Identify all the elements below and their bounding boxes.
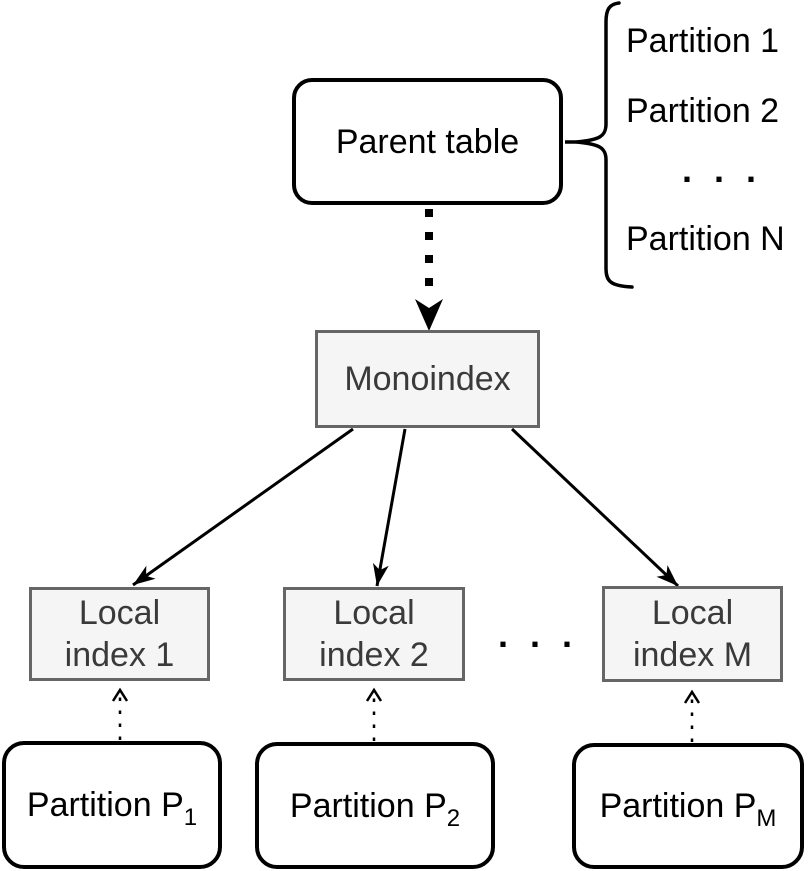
- partition-list-ellipsis: . . .: [682, 149, 763, 190]
- local-index-2-label-line2: index 2: [319, 636, 429, 674]
- partition-pm-label-subscript: M: [756, 805, 777, 832]
- local-index-2-node: Local index 2: [283, 587, 465, 681]
- partition-p2-label-base: Partition P: [289, 786, 447, 825]
- parent-table-node: Parent table: [292, 78, 563, 205]
- local-index-ellipsis: . . .: [498, 614, 579, 655]
- monoindex-to-local-m-arrow: [510, 427, 680, 588]
- local-index-m-node: Local index M: [602, 586, 783, 682]
- local-index-1-label-line2: index 1: [64, 636, 175, 674]
- monoindex-label: Monoindex: [344, 360, 511, 398]
- partition-list-item-2: Partition 2: [626, 92, 780, 130]
- partition-list-item-n: Partition N: [626, 220, 785, 258]
- local-index-m-label-line1: Local: [651, 594, 734, 632]
- partition-list-item-1: Partition 1: [626, 22, 780, 60]
- local-index-1-node: Local index 1: [29, 587, 210, 681]
- partition-p2-label: Partition P2: [289, 785, 460, 831]
- partition-p1-node: Partition P1: [2, 741, 222, 869]
- partition-list-brace: [575, 1, 634, 289]
- local-index-m-label-line2: index M: [632, 636, 753, 674]
- monoindex-to-local-1-arrow: [132, 427, 354, 587]
- local-index-2-label-line1: Local: [333, 594, 415, 632]
- partition-p1-label-subscript: 1: [183, 804, 198, 831]
- partition-p2-label-subscript: 2: [446, 804, 461, 832]
- partition-pm-node: Partition PM: [572, 743, 804, 869]
- partition-p1-label: Partition P1: [26, 784, 197, 830]
- partition-pm-label: Partition PM: [599, 785, 777, 831]
- partition-p1-label-base: Partition P: [26, 786, 184, 824]
- parent-table-label: Parent table: [335, 122, 520, 161]
- partition-p2-node: Partition P2: [255, 742, 495, 869]
- monoindex-node: Monoindex: [315, 330, 540, 428]
- partition-pm-label-base: Partition P: [599, 787, 757, 825]
- local-index-1-label-line1: Local: [78, 594, 161, 632]
- monoindex-to-local-2-arrow: [372, 428, 407, 587]
- parent-to-monoindex-arrowhead: [415, 299, 443, 331]
